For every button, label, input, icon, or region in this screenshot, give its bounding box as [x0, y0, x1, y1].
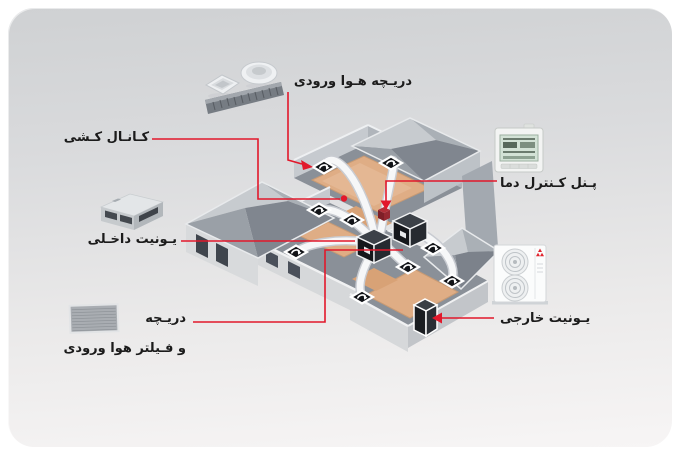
- annotation-line-duct-work: [152, 138, 340, 200]
- annotation-markers: [301, 160, 442, 324]
- indoor-unit-box: [356, 228, 392, 264]
- label-outdoor-unit: یـونیت خارجی: [500, 311, 591, 326]
- label-inlet-vent-line2: و فـیلتر هوا ورودی: [63, 341, 186, 356]
- label-inlet-vent-line1: دریـچه: [145, 311, 186, 326]
- annotation-line-air-inlet: [287, 92, 303, 165]
- annotation-line-vent-filter: [193, 249, 403, 323]
- outdoor-condenser-unit-icon: [492, 244, 548, 305]
- linear-slot-diffuser-icon: [205, 82, 284, 114]
- label-indoor-unit: یـونیت داخـلی: [87, 232, 177, 247]
- indoor-unit-boxes: [356, 212, 428, 264]
- annotation-line-temp-panel: [385, 180, 497, 201]
- wall-thermostat-icon: [494, 123, 544, 173]
- air-filter-grille-icon: [68, 303, 120, 334]
- ducted-indoor-unit-icon: [99, 193, 165, 230]
- house-cutaway: [184, 117, 501, 352]
- wall-thermostat-marker: [378, 207, 390, 221]
- label-duct-work: کـانـال کـشی: [63, 130, 149, 145]
- annotation-lines: [152, 92, 497, 323]
- label-temperature-control-panel: پـنل کـنترل دما: [500, 176, 597, 191]
- label-air-inlet-vent: دریـچه هـوا ورودی: [293, 74, 412, 89]
- brand-diamonds-icon: [536, 248, 544, 257]
- indoor-unit-box: [392, 212, 428, 248]
- outdoor-unit-box: [412, 298, 439, 338]
